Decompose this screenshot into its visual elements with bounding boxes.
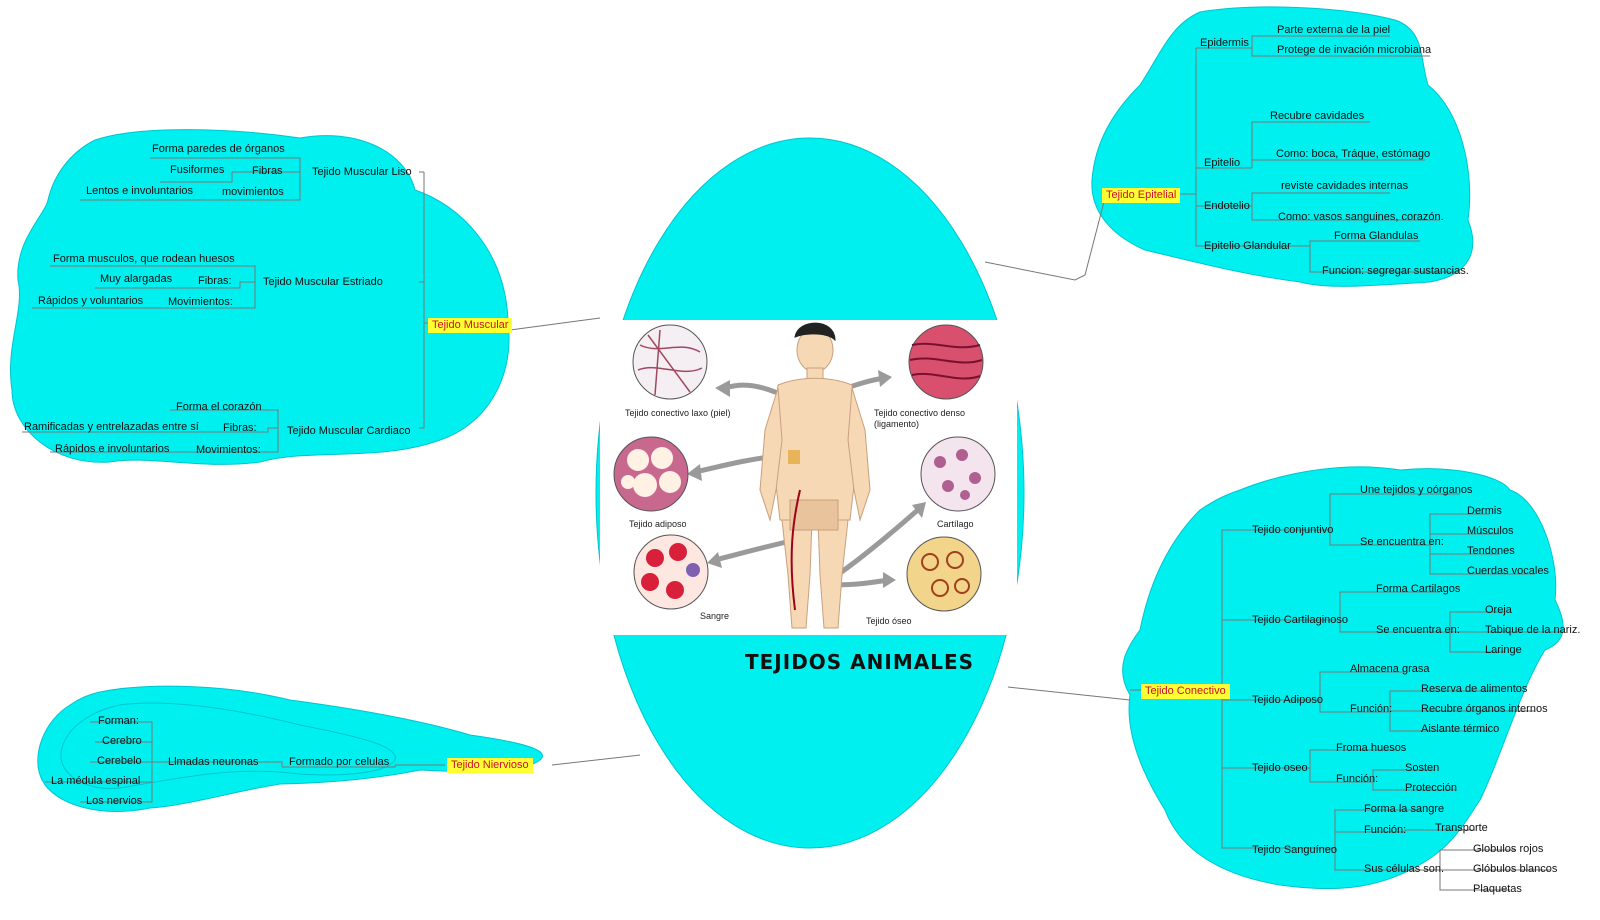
epitelial-bubble [1091, 6, 1474, 287]
caption-denso-1: Tejido conectivo denso [874, 408, 965, 418]
caption-sangre: Sangre [700, 611, 729, 621]
leaf-oseo-forma[interactable]: Froma huesos [1336, 742, 1407, 754]
leaf-adiposo-funcion[interactable]: Función: [1350, 703, 1393, 715]
tissue-laxo [632, 324, 708, 400]
leaf-nervioso-medula[interactable]: La médula espinal [51, 775, 141, 787]
leaf-conjuntivo-tendones[interactable]: Tendones [1467, 545, 1515, 557]
leaf-sanguineo-funcion[interactable]: Función: [1364, 824, 1407, 836]
node-tejido-conectivo[interactable]: Tejido Conectivo [1141, 684, 1230, 699]
leaf-cardiaco-fibras-val[interactable]: Ramificadas y entrelazadas entre sí [24, 421, 199, 433]
human-figure [759, 322, 871, 629]
leaf-cartilaginoso-forma[interactable]: Forma Cartilagos [1376, 583, 1461, 595]
leaf-sanguineo-blancos[interactable]: Glóbulos blancos [1473, 863, 1558, 875]
leaf-liso-fibras[interactable]: Fibras [252, 165, 283, 177]
node-endotelio[interactable]: Endotelio [1204, 200, 1250, 212]
node-epidermis[interactable]: Epidermis [1200, 37, 1249, 49]
leaf-oseo-proteccion[interactable]: Protección [1405, 782, 1457, 794]
leaf-cartilaginoso-se[interactable]: Se encuentra en: [1376, 624, 1460, 636]
leaf-cardiaco-fibras[interactable]: Fibras: [223, 422, 257, 434]
leaf-liso-fibras-val[interactable]: Fusiformes [170, 164, 225, 176]
leaf-adiposo-recubre[interactable]: Recubre órganos internos [1421, 703, 1548, 715]
nervioso-inner-bubble [60, 702, 396, 789]
leaf-epitelio-2[interactable]: Como: boca, Tráque, estómago [1276, 148, 1431, 160]
leaf-adiposo-aislante[interactable]: Aislante térmico [1421, 723, 1500, 735]
leaf-epidermis-1[interactable]: Parte externa de la piel [1277, 24, 1391, 36]
leaf-cartilaginoso-oreja[interactable]: Oreja [1485, 604, 1512, 616]
leaf-estriado-movimientos-val[interactable]: Rápidos y voluntarios [38, 295, 144, 307]
caption-denso-2: (ligamento) [874, 419, 919, 429]
central-connectors [509, 197, 1131, 766]
tissue-adiposo [613, 436, 689, 512]
leaf-estriado-fibras-val[interactable]: Muy alargadas [100, 273, 173, 285]
leaf-conjuntivo-cuerdas[interactable]: Cuerdas vocales [1467, 565, 1549, 577]
caption-adiposo: Tejido adiposo [629, 519, 687, 529]
leaf-conjuntivo-se[interactable]: Se encuentra en: [1360, 536, 1444, 548]
leaf-conjuntivo-dermis[interactable]: Dermis [1467, 505, 1502, 517]
conectivo-bubble [1122, 466, 1564, 890]
leaf-oseo-sosten[interactable]: Sosten [1405, 762, 1440, 774]
leaf-cartilaginoso-laringe[interactable]: Laringe [1485, 644, 1522, 656]
muscular-bubble [10, 129, 510, 465]
node-muscular-liso[interactable]: Tejido Muscular Liso [312, 166, 412, 178]
tissue-sangre [633, 534, 709, 610]
node-epitelio-glandular[interactable]: Epitelio Glandular [1204, 240, 1291, 252]
node-tejido-muscular[interactable]: Tejido Muscular [428, 318, 513, 333]
node-tejido-adiposo[interactable]: Tejido Adiposo [1252, 694, 1323, 706]
leaf-conjuntivo-une[interactable]: Une tejidos y oórganos [1360, 484, 1473, 496]
node-tejido-epitelial[interactable]: Tejido Epitelial [1102, 188, 1181, 203]
leaf-glandular-1[interactable]: Forma Glandulas [1334, 230, 1419, 242]
leaf-endotelio-1[interactable]: reviste cavidades internas [1281, 180, 1409, 192]
leaf-sanguineo-rojos[interactable]: Globulos rojos [1473, 843, 1544, 855]
leaf-nervioso-cerebro[interactable]: Cerebro [102, 735, 142, 747]
leaf-nervioso-cerebelo[interactable]: Cerebelo [97, 755, 142, 767]
leaf-estriado-fibras[interactable]: Fibras: [198, 275, 232, 287]
node-muscular-cardiaco[interactable]: Tejido Muscular Cardiaco [287, 425, 411, 437]
tissue-denso [908, 324, 984, 400]
leaf-estriado-movimientos[interactable]: Movimientos: [168, 296, 233, 308]
tissue-oseo [906, 536, 982, 612]
caption-cartilago: Cartílago [937, 519, 974, 529]
node-tejido-oseo[interactable]: Tejido oseo [1252, 762, 1308, 774]
tissue-cartilago [920, 436, 996, 512]
leaf-liso-forma[interactable]: Forma paredes de órganos [152, 143, 285, 155]
leaf-sanguineo-forma[interactable]: Forma la sangre [1364, 803, 1445, 815]
node-nervioso-formado[interactable]: Formado por celulas [289, 756, 390, 768]
leaf-glandular-2[interactable]: Funcion: segregar sustancias. [1322, 265, 1469, 277]
leaf-adiposo-reserva[interactable]: Reserva de alimentos [1421, 683, 1528, 695]
leaf-sanguineo-plaquetas[interactable]: Plaquetas [1473, 883, 1522, 895]
tissues-illustration: Tejido conectivo laxo (piel) Tejido cone… [600, 320, 1017, 635]
leaf-nervioso-nervios[interactable]: Los nervios [86, 795, 143, 807]
leaf-cartilaginoso-tabique[interactable]: Tabique de la nariz. [1485, 624, 1581, 636]
caption-laxo: Tejido conectivo laxo (piel) [625, 408, 731, 418]
leaf-cardiaco-forma[interactable]: Forma el corazón [176, 401, 262, 413]
leaf-conjuntivo-musculos[interactable]: Músculos [1467, 525, 1514, 537]
node-tejido-cartilaginoso[interactable]: Tejido Cartilaginoso [1252, 614, 1348, 626]
node-nervioso-llamadas[interactable]: Llmadas neuronas [168, 756, 259, 768]
leaf-liso-movimientos-val[interactable]: Lentos e involuntarios [86, 185, 194, 197]
central-title: TEJIDOS ANIMALES [745, 650, 975, 674]
leaf-endotelio-2[interactable]: Como: vasos sanguines, corazón. [1278, 211, 1444, 223]
node-tejido-sanguineo[interactable]: Tejido Sanguíneo [1252, 844, 1338, 856]
leaf-cardiaco-movimientos-val[interactable]: Rápidos e involuntarios [55, 443, 170, 455]
leaf-sanguineo-celulas[interactable]: Sus células son. [1364, 863, 1445, 875]
leaf-oseo-funcion[interactable]: Función: [1336, 773, 1379, 785]
leaf-adiposo-almacena[interactable]: Almacena grasa [1350, 663, 1430, 675]
node-epitelio[interactable]: Epitelio [1204, 157, 1241, 169]
leaf-estriado-forma[interactable]: Forma musculos, que rodean huesos [53, 253, 235, 265]
leaf-epidermis-2[interactable]: Protege de invación microbiana [1277, 44, 1432, 56]
leaf-cardiaco-movimientos[interactable]: Movimientos: [196, 444, 261, 456]
caption-oseo: Tejido óseo [866, 616, 912, 626]
node-tejido-conjuntivo[interactable]: Tejido conjuntivo [1252, 524, 1334, 536]
leaf-liso-movimientos[interactable]: movimientos [222, 186, 284, 198]
leaf-nervioso-forman[interactable]: Forman: [98, 715, 139, 727]
leaf-epitelio-1[interactable]: Recubre cavidades [1270, 110, 1365, 122]
node-muscular-estriado[interactable]: Tejido Muscular Estriado [263, 276, 383, 288]
leaf-sanguineo-transporte[interactable]: Transporte [1435, 822, 1488, 834]
node-tejido-nervioso[interactable]: Tejido Niervioso [447, 758, 533, 773]
